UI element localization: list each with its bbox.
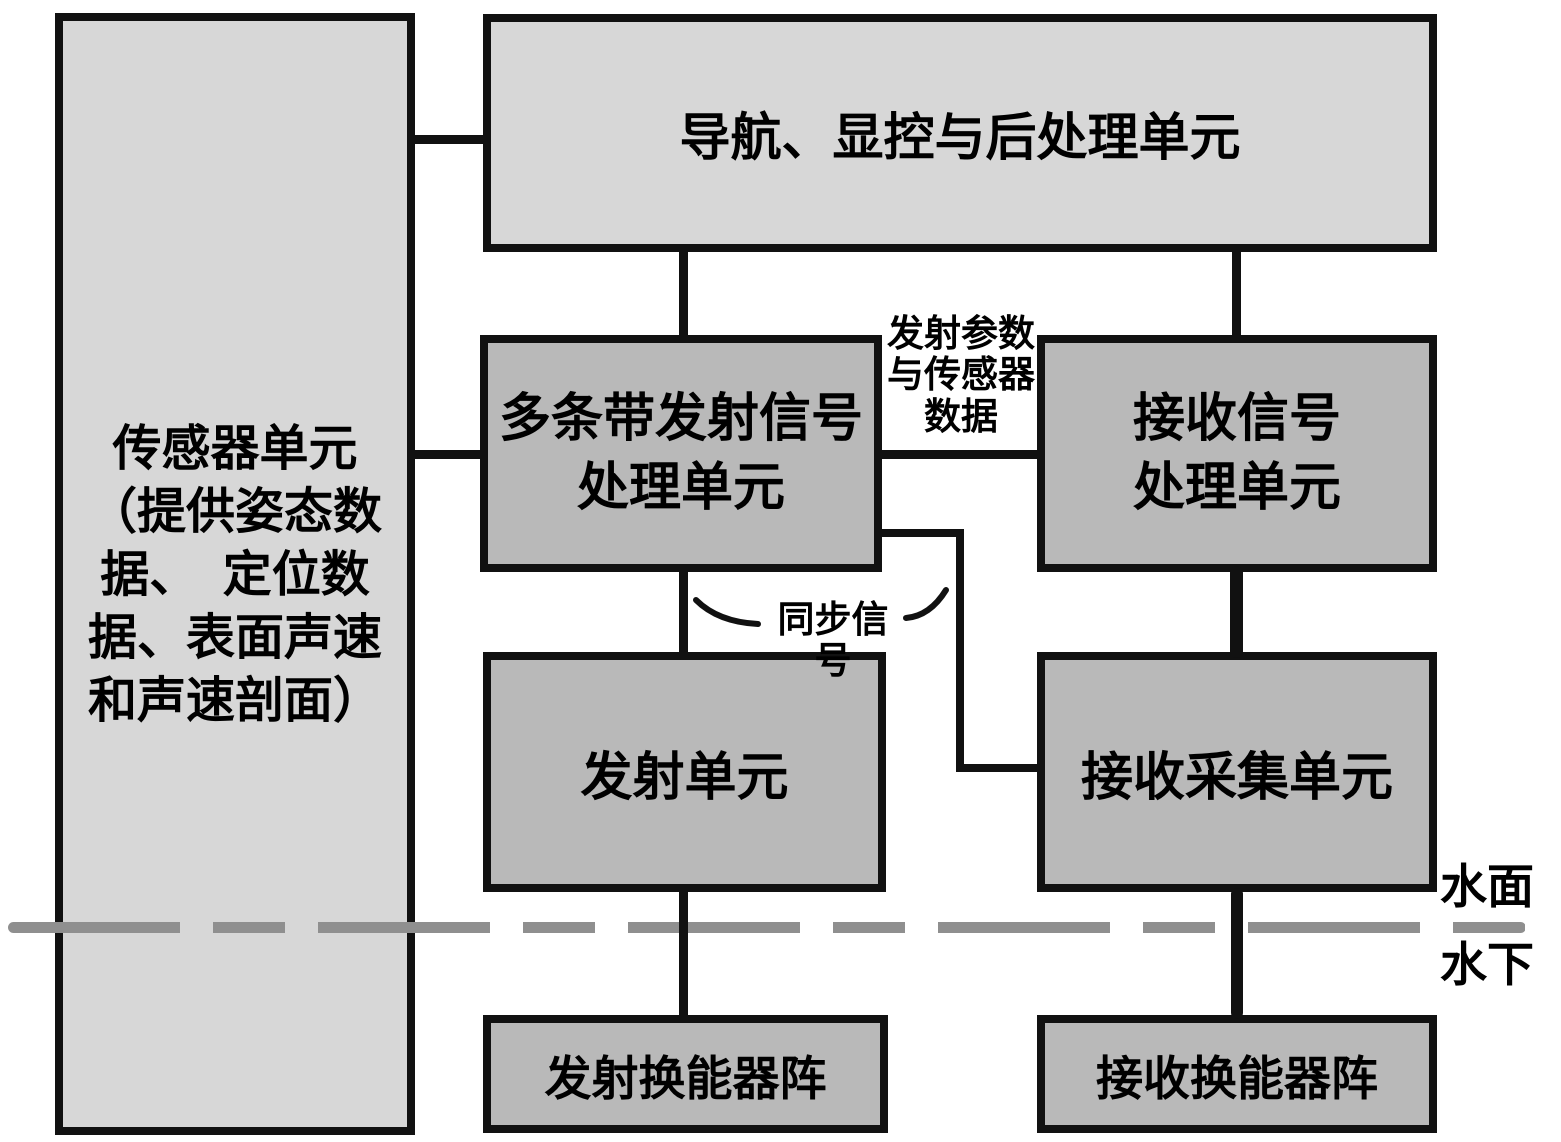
connector-txunit-to-txarray xyxy=(679,888,688,1019)
box-tx-unit: 发射单元 xyxy=(483,652,886,892)
connector-rxacq-to-rxarray xyxy=(1231,888,1243,1019)
box-tx-signal-unit: 多条带发射信号 处理单元 xyxy=(480,335,882,572)
sensor-unit-line: 和声速剖面） xyxy=(87,672,382,728)
connector-sensor-to-nav xyxy=(411,135,487,144)
sensor-unit-line: 据、表面声速 xyxy=(87,609,382,665)
tx-signal-unit-line: 多条带发射信号 xyxy=(498,390,863,448)
sync-right-pointer-curve xyxy=(903,587,949,621)
connector-txsignal-to-txunit xyxy=(679,568,688,656)
tx-unit-label: 发射单元 xyxy=(580,749,789,807)
box-rx-signal-unit: 接收信号 处理单元 xyxy=(1037,335,1437,572)
box-tx-array: 发射换能器阵 xyxy=(483,1015,888,1133)
connector-rxsignal-to-rxacq xyxy=(1230,566,1243,658)
tx-params-label: 发射参数 与传感器 数据 xyxy=(875,314,1047,438)
water-surface-dashed-line xyxy=(8,922,1526,933)
sensor-unit-line: 据、 定位数 xyxy=(100,546,370,602)
nav-unit-label: 导航、显控与后处理单元 xyxy=(679,111,1241,167)
tx-params-line: 数据 xyxy=(924,396,998,438)
tx-params-line: 与传感器 xyxy=(887,355,1035,397)
box-rx-array: 接收换能器阵 xyxy=(1037,1015,1437,1133)
sensor-unit-line: 传感器单元 xyxy=(112,420,358,476)
connector-nav-to-txsignal xyxy=(679,248,688,339)
rx-signal-unit-line: 处理单元 xyxy=(1132,459,1341,517)
tx-array-label: 发射换能器阵 xyxy=(544,1053,827,1106)
box-rx-acq-unit: 接收采集单元 xyxy=(1037,652,1437,892)
rx-acq-unit-label: 接收采集单元 xyxy=(1080,749,1393,807)
tx-params-line: 发射参数 xyxy=(887,314,1035,355)
sensor-unit-line: （提供姿态数 xyxy=(87,483,382,539)
rx-array-label: 接收换能器阵 xyxy=(1096,1053,1378,1106)
box-nav-unit: 导航、显控与后处理单元 xyxy=(483,14,1437,252)
sync-line-horizontal-top xyxy=(878,529,964,537)
sync-left-pointer-curve xyxy=(693,597,761,627)
sync-line-horizontal-bottom xyxy=(956,764,1041,772)
underwater-label: 水下 xyxy=(1440,940,1534,992)
sync-line-vertical xyxy=(956,529,964,772)
connector-sensor-to-txsignal xyxy=(411,450,484,459)
connector-nav-to-rxsignal xyxy=(1232,248,1241,339)
water-surface-label: 水面 xyxy=(1440,862,1534,914)
connector-txsignal-to-rxsignal xyxy=(878,450,1041,459)
box-sensor-unit: 传感器单元 （提供姿态数 据、 定位数 据、表面声速 和声速剖面） xyxy=(55,13,415,1135)
sync-signal-label: 同步信号 xyxy=(777,600,889,683)
rx-signal-unit-line: 接收信号 xyxy=(1132,390,1341,448)
tx-signal-unit-line: 处理单元 xyxy=(576,459,785,517)
